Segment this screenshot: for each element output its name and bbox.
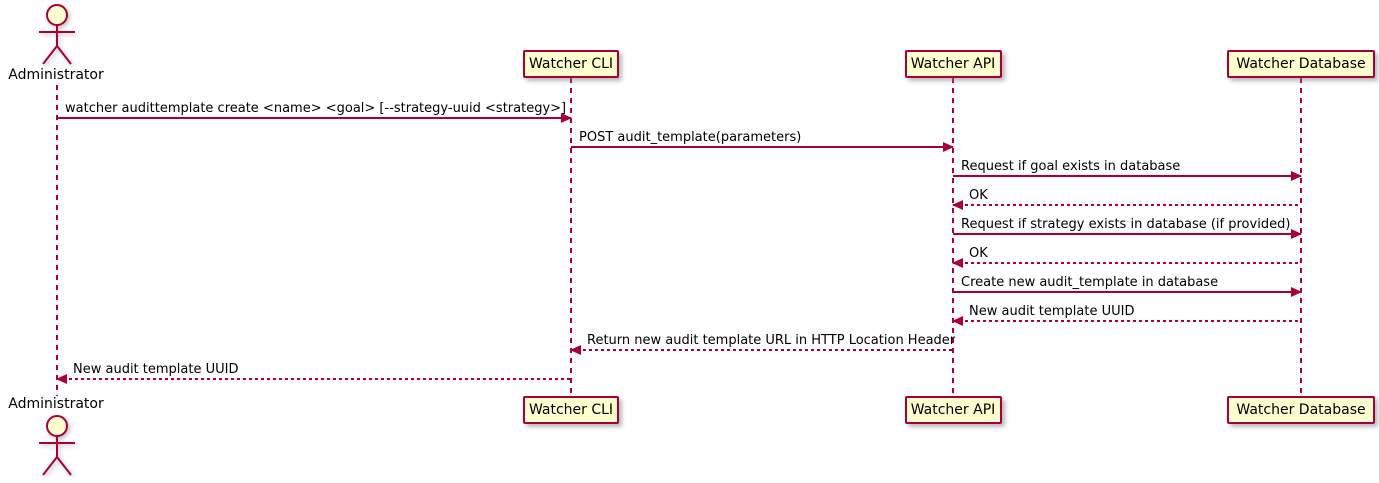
lifeline-watcher-api	[952, 78, 954, 396]
message-label: watcher audittemplate create <name> <goa…	[65, 101, 567, 116]
participant-watcher-cli-top: Watcher CLI	[523, 50, 619, 78]
message-line	[57, 117, 571, 119]
message-line	[571, 146, 953, 148]
message-line	[953, 175, 1301, 177]
message-line	[57, 378, 571, 380]
message-7: Create new audit_template in database	[953, 275, 1302, 297]
arrowhead-icon	[952, 258, 963, 268]
message-3: Request if goal exists in database	[953, 159, 1302, 181]
message-label: Request if goal exists in database	[961, 159, 1181, 174]
message-label: OK	[969, 188, 988, 203]
stick-figure-icon	[39, 415, 75, 476]
lifeline-watcher-cli	[570, 78, 572, 396]
arrowhead-icon	[570, 345, 581, 355]
arrowhead-icon	[1291, 287, 1302, 297]
message-5: Request if strategy exists in database (…	[953, 217, 1302, 239]
arrowhead-icon	[952, 316, 963, 326]
message-4: OK	[952, 188, 1301, 210]
message-line	[953, 320, 1301, 322]
message-line	[571, 349, 953, 351]
participant-watcher-db-bottom: Watcher Database	[1227, 396, 1375, 424]
participant-watcher-cli-bottom: Watcher CLI	[523, 396, 619, 424]
message-line	[953, 204, 1301, 206]
message-label: New audit template UUID	[73, 362, 239, 377]
arrowhead-icon	[1291, 229, 1302, 239]
message-line	[953, 233, 1301, 235]
actor-administrator-label-bottom: Administrator	[8, 396, 104, 412]
message-line	[953, 291, 1301, 293]
message-8: New audit template UUID	[952, 304, 1301, 326]
message-label: Request if strategy exists in database (…	[961, 217, 1291, 232]
message-label: New audit template UUID	[969, 304, 1135, 319]
arrowhead-icon	[1291, 171, 1302, 181]
participant-watcher-api-bottom: Watcher API	[904, 396, 1002, 424]
arrowhead-icon	[561, 113, 572, 123]
participant-watcher-api-top: Watcher API	[904, 50, 1002, 78]
message-label: Return new audit template URL in HTTP Lo…	[587, 333, 956, 348]
message-9: Return new audit template URL in HTTP Lo…	[570, 333, 956, 355]
stick-figure-icon	[39, 4, 75, 65]
message-label: OK	[969, 246, 988, 261]
participant-watcher-db-top: Watcher Database	[1227, 50, 1375, 78]
actor-administrator-label-top: Administrator	[8, 67, 104, 83]
message-2: POST audit_template(parameters)	[571, 130, 954, 152]
arrowhead-icon	[56, 374, 67, 384]
arrowhead-icon	[943, 142, 954, 152]
message-line	[953, 262, 1301, 264]
arrowhead-icon	[952, 200, 963, 210]
message-6: OK	[952, 246, 1301, 268]
lifeline-administrator	[56, 85, 58, 396]
message-label: Create new audit_template in database	[961, 275, 1219, 290]
message-10: New audit template UUID	[56, 362, 571, 384]
message-label: POST audit_template(parameters)	[579, 130, 802, 145]
message-1: watcher audittemplate create <name> <goa…	[57, 101, 572, 123]
